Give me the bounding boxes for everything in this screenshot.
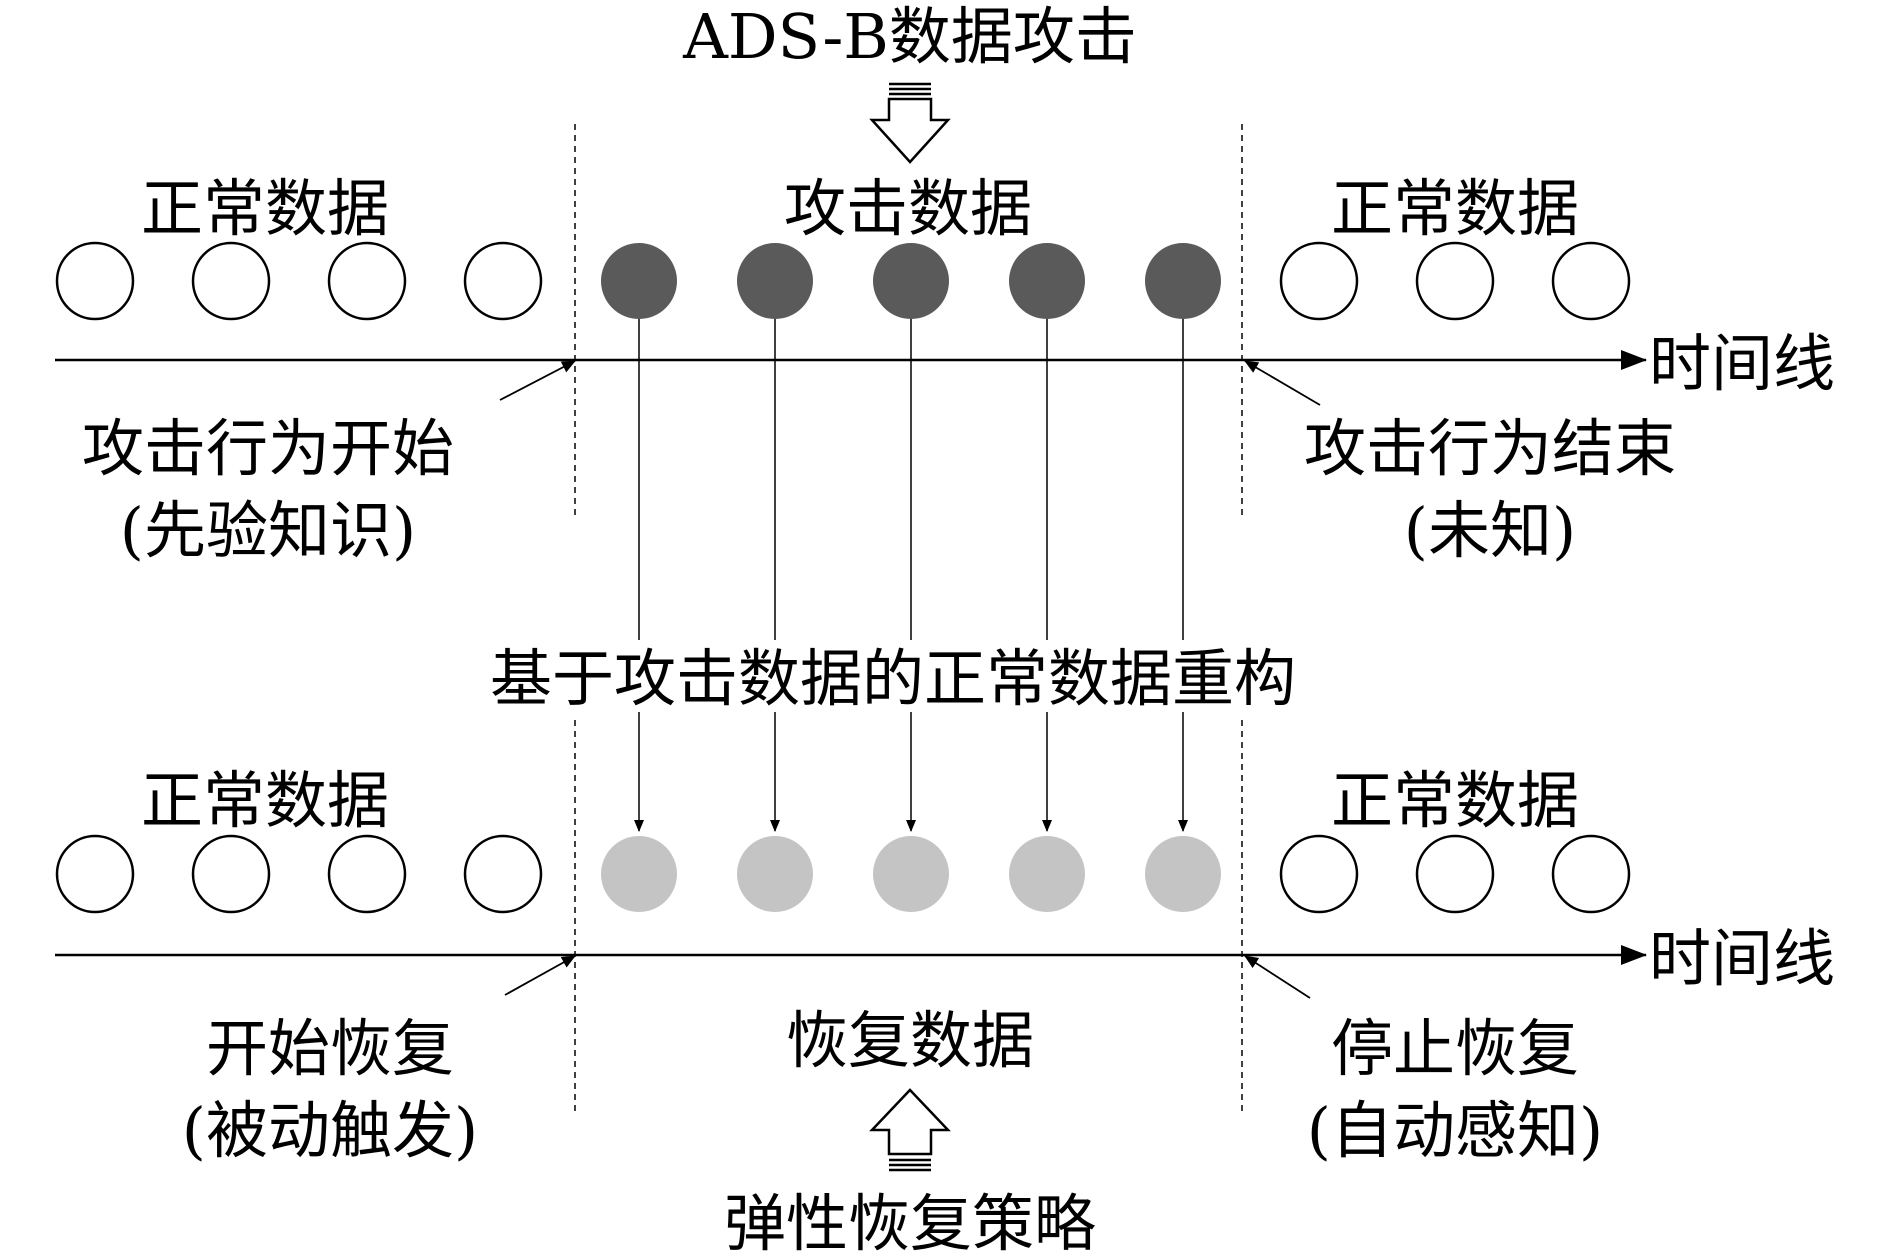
normal-data-point xyxy=(1279,834,1359,914)
attack-data-point xyxy=(1009,243,1085,319)
normal-data-point xyxy=(1415,241,1495,321)
attack-data-point xyxy=(1145,243,1221,319)
recovered-data-point xyxy=(1145,836,1221,912)
recovery-start-label: 开始恢复 xyxy=(206,1012,454,1085)
attack-start-label: 攻击行为开始 xyxy=(82,412,454,485)
recovery-stop-label: 停止恢复 xyxy=(1331,1012,1579,1085)
reconstruction-label: 基于攻击数据的正常数据重构 xyxy=(490,642,1296,715)
bottom-data-row xyxy=(55,834,1631,914)
bottom-right-normal-label: 正常数据 xyxy=(1331,764,1579,837)
normal-data-point xyxy=(191,241,271,321)
recovered-data-point xyxy=(601,836,677,912)
bottom-axis-label: 时间线 xyxy=(1649,922,1835,995)
normal-data-point xyxy=(1551,241,1631,321)
recovered-data-point xyxy=(873,836,949,912)
attack-start-note: (先验知识) xyxy=(120,494,416,567)
normal-data-point xyxy=(1279,241,1359,321)
resilient-recovery-strategy-label: 弹性恢复策略 xyxy=(724,1187,1096,1259)
attack-end-note: (未知) xyxy=(1404,494,1576,567)
up-hollow-arrow-icon xyxy=(869,1088,951,1172)
normal-data-point xyxy=(191,834,271,914)
attack-data-point xyxy=(737,243,813,319)
recovery-stop-note: (自动感知) xyxy=(1307,1094,1603,1167)
down-hollow-arrow-icon xyxy=(869,82,951,164)
normal-data-point xyxy=(1551,834,1631,914)
normal-data-point xyxy=(327,834,407,914)
diagram-title: ADS-B数据攻击 xyxy=(682,0,1137,73)
reconstruction-connectors xyxy=(634,319,1188,832)
top-axis-label: 时间线 xyxy=(1649,327,1835,400)
attack-end-pointer xyxy=(1244,360,1321,406)
bottom-left-normal-label: 正常数据 xyxy=(141,764,389,837)
attack-data-point xyxy=(601,243,677,319)
recovered-data-point xyxy=(737,836,813,912)
normal-data-point xyxy=(55,241,135,321)
normal-data-point xyxy=(463,241,543,321)
top-attack-label: 攻击数据 xyxy=(784,172,1032,245)
normal-data-point xyxy=(327,241,407,321)
attack-end-label: 攻击行为结束 xyxy=(1304,412,1676,485)
recovery-start-pointer xyxy=(504,955,576,996)
attack-data-point xyxy=(873,243,949,319)
top-right-normal-label: 正常数据 xyxy=(1331,172,1579,245)
recovered-data-point xyxy=(1009,836,1085,912)
recovery-start-note: (被动触发) xyxy=(182,1094,478,1167)
normal-data-point xyxy=(55,834,135,914)
attack-start-pointer xyxy=(499,360,576,401)
recovered-data-label: 恢复数据 xyxy=(786,1004,1034,1077)
top-left-normal-label: 正常数据 xyxy=(141,172,389,245)
top-data-row xyxy=(55,241,1631,321)
normal-data-point xyxy=(1415,834,1495,914)
recovery-end-pointer xyxy=(1244,955,1311,999)
normal-data-point xyxy=(463,834,543,914)
